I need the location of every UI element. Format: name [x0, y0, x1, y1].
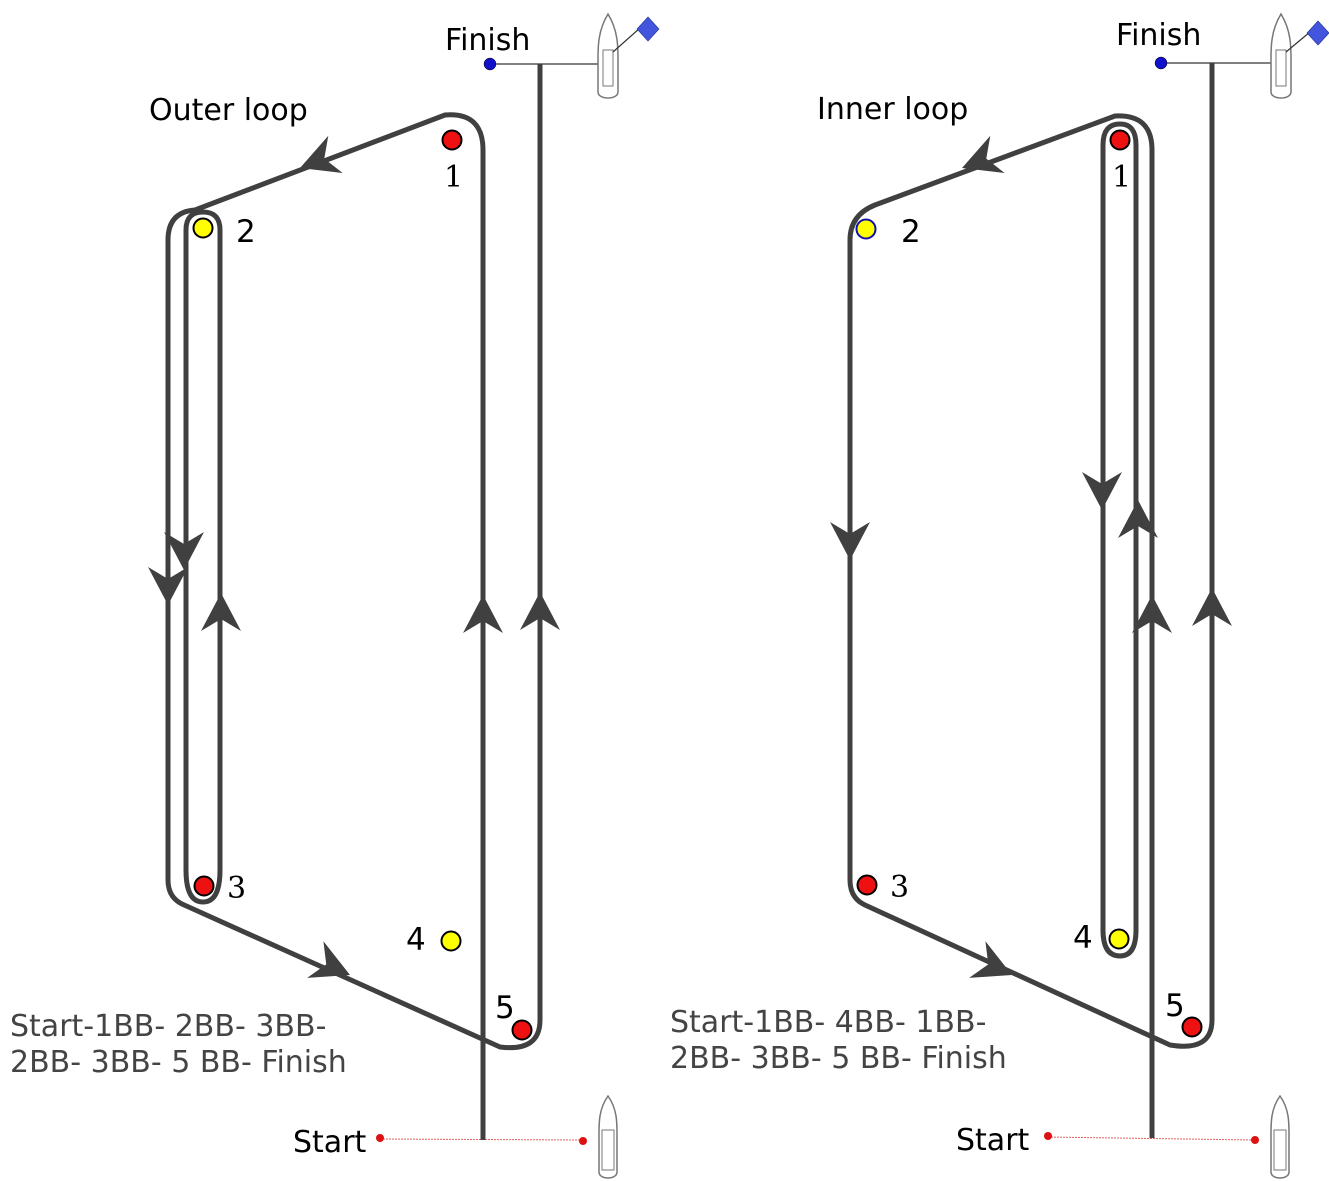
finish-pin-dot	[483, 57, 497, 71]
mark-2-number: 2	[901, 214, 921, 250]
flag-icon	[612, 16, 660, 53]
start-label: Start	[293, 1125, 367, 1160]
route-description-line-1: Start-1BB- 4BB- 1BB-	[670, 1005, 986, 1040]
panel-outer-loop: Finish Outer loop 1 2 3 4 5 Start-1BB- 2…	[10, 12, 660, 1179]
route-description-line-1: Start-1BB- 2BB- 3BB-	[10, 1009, 326, 1044]
panel-title: Inner loop	[817, 92, 968, 127]
mark-2-buoy	[192, 217, 214, 239]
course-path	[847, 63, 1215, 1138]
course-leg-inner	[1100, 121, 1139, 959]
mark-5-buoy	[1181, 1016, 1203, 1038]
mark-1-buoy	[441, 129, 463, 151]
mark-5-number: 5	[495, 990, 515, 1026]
mark-1-buoy	[1109, 129, 1131, 151]
panel-inner-loop: Finish Inner loop 1 2 3 4 5 Start-1BB- 4…	[670, 12, 1329, 1179]
start-pin-dot	[376, 1134, 384, 1142]
mark-1-number: 1	[444, 160, 463, 195]
mark-5-buoy	[511, 1019, 533, 1041]
finish-label: Finish	[445, 23, 530, 58]
mark-4-number: 4	[1073, 920, 1093, 956]
boat-icon	[1270, 12, 1292, 99]
route-description-line-2: 2BB- 3BB- 5 BB- Finish	[670, 1041, 1007, 1076]
mark-4-buoy	[440, 930, 462, 952]
course-leg-inner	[183, 209, 223, 905]
panel-title: Outer loop	[149, 93, 308, 128]
mark-3-number: 3	[890, 870, 909, 905]
finish-pin-dot	[1154, 56, 1168, 70]
direction-arrow	[969, 941, 1021, 994]
mark-2-buoy	[855, 218, 877, 240]
finish-label: Finish	[1116, 18, 1201, 53]
mark-4-number: 4	[406, 922, 426, 958]
boat-icon	[1270, 1094, 1290, 1179]
mark-3-number: 3	[227, 871, 246, 906]
flag-icon	[1285, 20, 1329, 53]
mark-3-buoy	[856, 874, 878, 896]
direction-arrow	[307, 941, 359, 994]
start-boat-dot	[579, 1137, 587, 1145]
mark-4-buoy	[1108, 928, 1130, 950]
start-line	[1047, 1136, 1255, 1141]
start-pin-dot	[1044, 1132, 1052, 1140]
mark-2-number: 2	[236, 214, 256, 250]
mark-1-number: 1	[1112, 160, 1131, 195]
mark-5-number: 5	[1165, 988, 1185, 1024]
start-label: Start	[956, 1123, 1030, 1158]
boat-icon	[597, 12, 619, 99]
start-boat-dot	[1251, 1136, 1259, 1144]
course-path	[165, 64, 543, 1140]
start-line	[379, 1138, 583, 1141]
direction-arrow	[292, 135, 343, 187]
mark-3-buoy	[193, 875, 215, 897]
boat-icon	[598, 1094, 618, 1179]
route-description-line-2: 2BB- 3BB- 5 BB- Finish	[10, 1045, 347, 1080]
